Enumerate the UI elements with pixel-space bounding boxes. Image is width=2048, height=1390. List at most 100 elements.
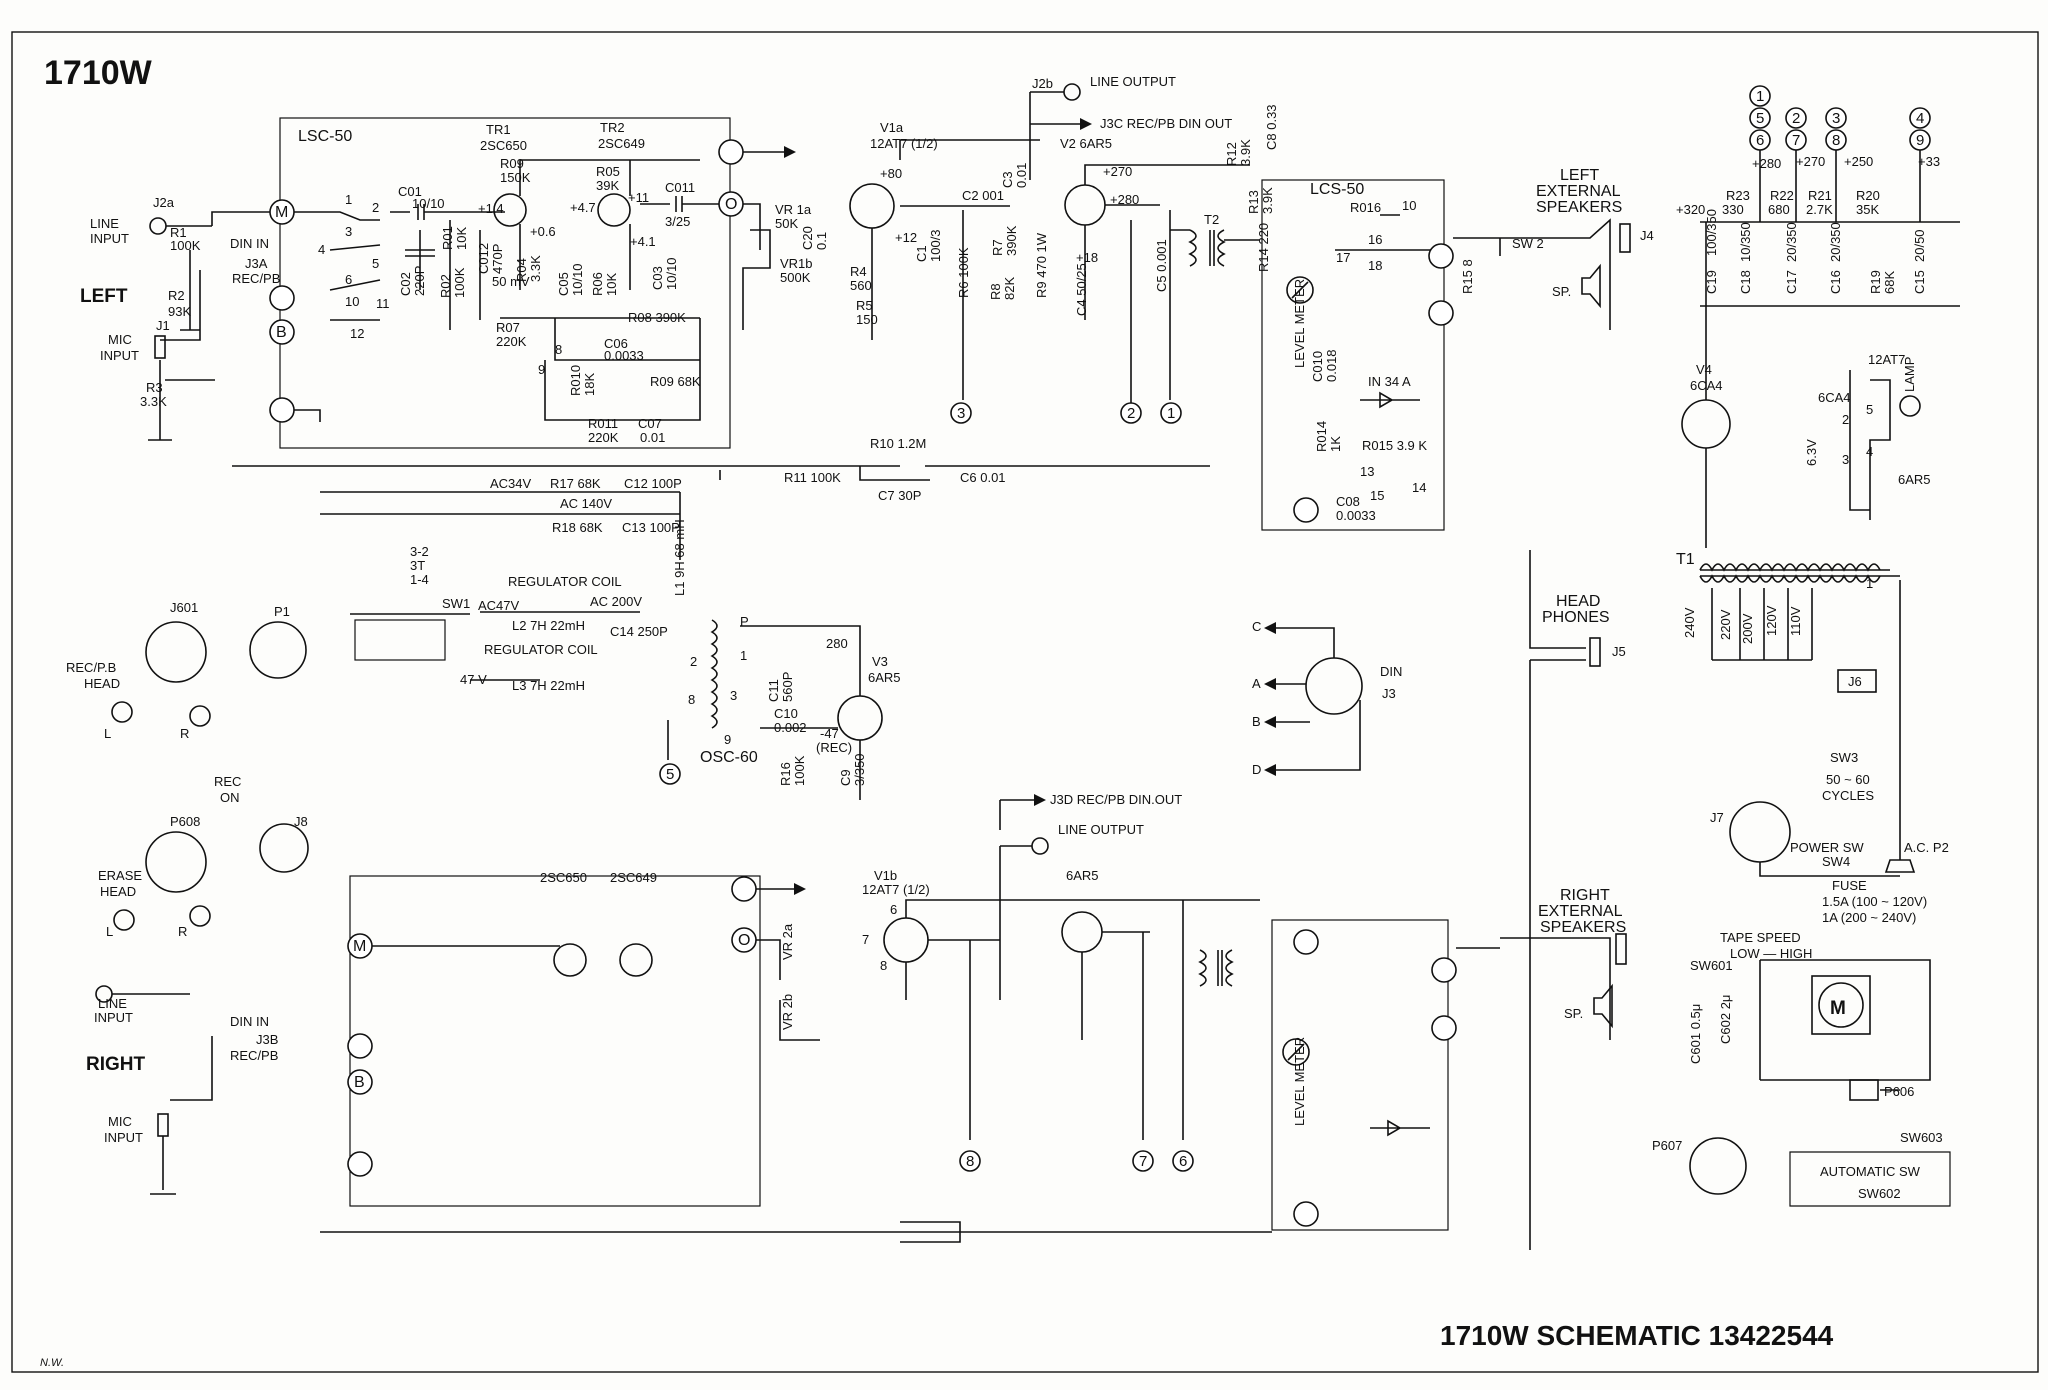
node-3-left (950, 402, 972, 424)
svg-text:100K: 100K (792, 755, 807, 786)
svg-text:+280: +280 (1752, 156, 1781, 171)
svg-text:SW601: SW601 (1690, 958, 1733, 973)
svg-text:DIN IN: DIN IN (230, 1014, 269, 1029)
svg-text:ERASE: ERASE (98, 868, 142, 883)
svg-text:J6: J6 (1848, 674, 1862, 689)
svg-text:R16: R16 (778, 762, 793, 786)
svg-text:P607: P607 (1652, 1138, 1682, 1153)
svg-text:C010: C010 (1310, 351, 1325, 382)
svg-text:2SC650: 2SC650 (480, 138, 527, 153)
svg-text:50K: 50K (775, 216, 798, 231)
svg-text:39K: 39K (596, 178, 619, 193)
svg-text:560P: 560P (780, 672, 795, 702)
svg-text:5: 5 (1866, 402, 1873, 417)
svg-text:2: 2 (372, 200, 379, 215)
svg-text:L: L (104, 726, 111, 741)
connector-p1 (249, 621, 307, 679)
svg-text:EXTERNAL: EXTERNAL (1536, 183, 1621, 200)
svg-text:M: M (275, 204, 288, 221)
line-output-jack-right (1031, 837, 1049, 855)
svg-text:1: 1 (740, 648, 747, 663)
socket-j6 (1837, 669, 1877, 693)
svg-text:REC/P.B: REC/P.B (66, 660, 116, 675)
svg-text:220P: 220P (412, 266, 427, 296)
svg-text:A: A (1252, 676, 1261, 691)
svg-text:V1b: V1b (874, 868, 897, 883)
svg-text:17: 17 (1336, 250, 1350, 265)
svg-text:C16: C16 (1828, 270, 1843, 294)
tube-v2 (1064, 184, 1106, 226)
svg-text:DIN IN: DIN IN (230, 236, 269, 251)
svg-text:5: 5 (372, 256, 379, 271)
svg-text:18K: 18K (582, 373, 597, 396)
svg-text:C17: C17 (1784, 270, 1799, 294)
svg-text:C11: C11 (766, 679, 781, 702)
svg-text:10K: 10K (604, 273, 619, 296)
svg-text:REGULATOR COIL: REGULATOR COIL (484, 642, 598, 657)
svg-text:1: 1 (1756, 88, 1764, 105)
svg-text:R17 68K: R17 68K (550, 476, 601, 491)
svg-text:J3B: J3B (256, 1032, 278, 1047)
svg-text:R4: R4 (850, 264, 867, 279)
svg-text:B: B (276, 324, 287, 341)
svg-text:R22: R22 (1770, 188, 1794, 203)
svg-text:J3C REC/PB DIN OUT: J3C REC/PB DIN OUT (1100, 116, 1232, 131)
tube-v3 (837, 695, 883, 741)
svg-text:LOW — HIGH: LOW — HIGH (1730, 946, 1812, 961)
svg-text:PHONES: PHONES (1542, 609, 1610, 626)
connector-p608 (145, 831, 207, 893)
svg-text:1: 1 (345, 192, 352, 207)
svg-text:L2 7H 22mH: L2 7H 22mH (512, 618, 585, 633)
line-input-jack-left (149, 217, 167, 235)
output-transformer-t2 (1188, 229, 1226, 267)
svg-text:CYCLES: CYCLES (1822, 788, 1874, 803)
svg-text:C601 0.5μ: C601 0.5μ (1688, 1004, 1703, 1064)
svg-text:12AT7 (1/2): 12AT7 (1/2) (862, 882, 930, 897)
rectifier-tube-v4 (1681, 399, 1731, 449)
svg-text:AC 140V: AC 140V (560, 496, 612, 511)
svg-text:R15 8: R15 8 (1460, 259, 1475, 294)
pilot-lamp (1899, 395, 1921, 417)
svg-text:FUSE: FUSE (1832, 878, 1867, 893)
svg-text:+1.4: +1.4 (478, 201, 504, 216)
svg-text:+0.6: +0.6 (530, 224, 556, 239)
svg-text:C012: C012 (476, 243, 491, 274)
svg-text:150: 150 (856, 312, 878, 327)
transistor-tr1 (493, 193, 527, 227)
svg-text:1A (200 ~ 240V): 1A (200 ~ 240V) (1822, 910, 1916, 925)
right-channel: 2SC650 2SC649 M B O VR 2a VR 2b LINE INP… (86, 792, 1627, 1243)
svg-text:35K: 35K (1856, 202, 1879, 217)
svg-text:330: 330 (1722, 202, 1744, 217)
headphone-jack-j5 (1589, 637, 1601, 667)
svg-text:INPUT: INPUT (94, 1010, 133, 1025)
svg-text:SW4: SW4 (1822, 854, 1850, 869)
svg-text:R3: R3 (146, 380, 163, 395)
sheet-border (11, 31, 2039, 1373)
svg-text:SP.: SP. (1564, 1006, 1583, 1021)
svg-text:2: 2 (1792, 110, 1800, 127)
svg-text:560: 560 (850, 278, 872, 293)
svg-text:C7 30P: C7 30P (878, 488, 921, 503)
svg-text:220K: 220K (588, 430, 619, 445)
svg-text:C05: C05 (556, 272, 571, 296)
svg-text:150K: 150K (500, 170, 531, 185)
switch-sw1 (354, 619, 446, 661)
svg-text:R23: R23 (1726, 188, 1750, 203)
svg-text:7: 7 (1139, 1153, 1147, 1170)
svg-text:J2b: J2b (1032, 76, 1053, 91)
svg-text:8: 8 (1832, 132, 1840, 149)
svg-text:SW3: SW3 (1830, 750, 1858, 765)
svg-text:R14 220: R14 220 (1256, 223, 1271, 272)
svg-text:6.3V: 6.3V (1804, 439, 1819, 466)
svg-text:LEVEL METER: LEVEL METER (1292, 1037, 1307, 1126)
sheet-subtitle: 1710W SCHEMATIC 13422544 (1440, 1320, 1834, 1351)
svg-text:R015 3.9 K: R015 3.9 K (1362, 438, 1427, 453)
svg-text:8: 8 (880, 958, 887, 973)
svg-text:3: 3 (957, 405, 965, 422)
svg-text:J5: J5 (1612, 644, 1626, 659)
svg-text:20/350: 20/350 (1828, 222, 1843, 262)
svg-text:220K: 220K (496, 334, 527, 349)
svg-text:R05: R05 (596, 164, 620, 179)
svg-text:16: 16 (1368, 232, 1382, 247)
svg-text:C2 001: C2 001 (962, 188, 1004, 203)
